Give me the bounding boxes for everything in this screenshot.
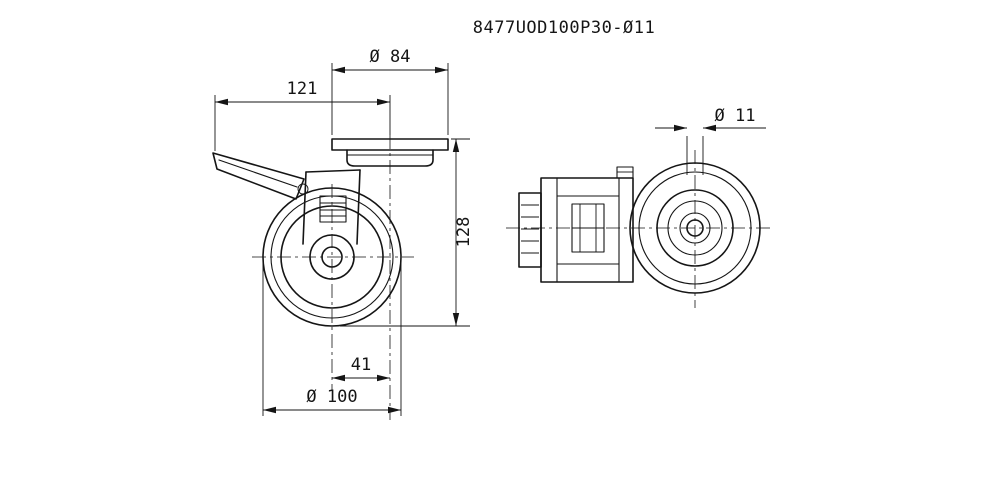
fork [302, 169, 361, 245]
housing-bolt [616, 166, 634, 179]
brake-lock-mechanism [319, 195, 347, 223]
wheel-side-view [262, 187, 402, 327]
brake-pedal-end-view [518, 192, 542, 268]
wheel-front-view [629, 162, 761, 294]
dimension-plate-diameter: Ø 84 [331, 47, 449, 135]
top-plate [331, 138, 449, 167]
swivel-housing [540, 166, 634, 283]
dimension-overall-height: 128 [340, 138, 474, 327]
dimension-bolt-hole: Ø 11 [655, 106, 766, 175]
side-view: Ø 84 121 128 41 [212, 47, 474, 420]
front-view: Ø 11 [506, 106, 773, 308]
dim-label-plate-diameter: Ø 84 [370, 47, 411, 67]
dim-label-bolt-hole: Ø 11 [715, 106, 756, 126]
dimension-swivel-offset: 41 [332, 355, 390, 382]
bolt-hole [686, 219, 704, 237]
brake-pedal [212, 152, 309, 200]
dim-label-swivel-offset: 41 [351, 355, 371, 375]
dim-label-overall-length: 121 [287, 79, 318, 99]
dimension-wheel-diameter: Ø 100 [262, 263, 402, 416]
dim-label-overall-height: 128 [454, 217, 474, 248]
drawing-title: 8477UOD100P30-Ø11 [473, 18, 656, 38]
dim-label-wheel-diameter: Ø 100 [306, 387, 357, 407]
dimension-overall-length: 121 [214, 79, 391, 151]
